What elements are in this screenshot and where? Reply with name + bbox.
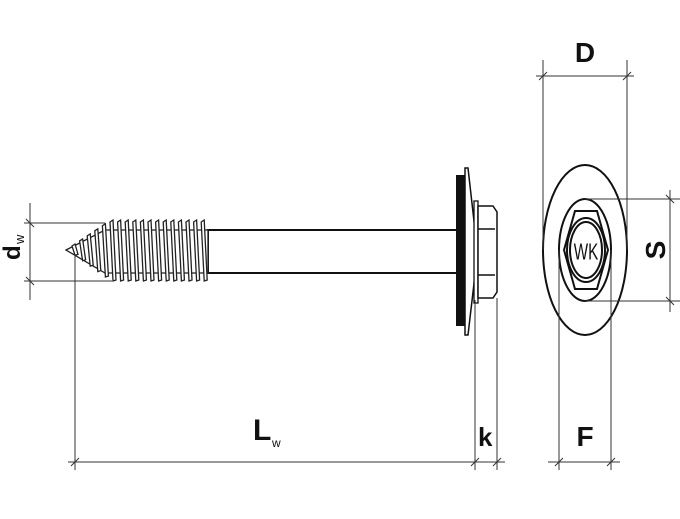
D-label: D <box>575 37 595 68</box>
dimension-D: D <box>536 37 634 250</box>
dw-label: d <box>0 245 26 260</box>
screw-side-view <box>64 167 498 336</box>
thread-turn <box>147 218 155 282</box>
dimension-lw: L w k <box>68 255 505 470</box>
head-marking: WK <box>574 240 599 266</box>
thread-turn <box>109 218 117 282</box>
S-label: S <box>640 241 671 260</box>
lw-label: L <box>253 414 271 447</box>
thread-turn <box>139 218 148 282</box>
thread-turn <box>116 218 125 282</box>
thread-turn <box>101 222 110 278</box>
thread-turn <box>177 218 186 282</box>
thread-turn <box>71 242 79 257</box>
thread-turn <box>170 218 178 282</box>
thread-turn <box>78 237 87 262</box>
dimension-F: F <box>548 250 620 470</box>
thread-turn <box>162 218 170 282</box>
hex-outline <box>562 210 610 290</box>
washer-epdm <box>456 175 465 326</box>
shank <box>207 229 459 274</box>
k-label: k <box>478 422 493 452</box>
thread-turn <box>185 218 193 282</box>
thread-turn <box>124 218 132 282</box>
marking-circle <box>569 221 603 279</box>
hex-inner-ring <box>566 217 606 283</box>
thread-turn <box>200 218 208 282</box>
thread-turn <box>94 227 102 273</box>
thread-turn <box>86 232 94 268</box>
thread-turn <box>154 218 163 282</box>
dimension-dw: d w <box>0 203 112 300</box>
thread-turn <box>192 218 201 282</box>
thread <box>64 218 209 282</box>
dimension-S: S <box>585 190 680 312</box>
F-label: F <box>576 421 593 452</box>
lw-subscript: w <box>271 436 281 450</box>
screw-front-view: WK <box>542 164 628 336</box>
hex-head <box>477 205 498 299</box>
dw-subscript: w <box>12 234 27 245</box>
thread-turn <box>132 218 140 282</box>
